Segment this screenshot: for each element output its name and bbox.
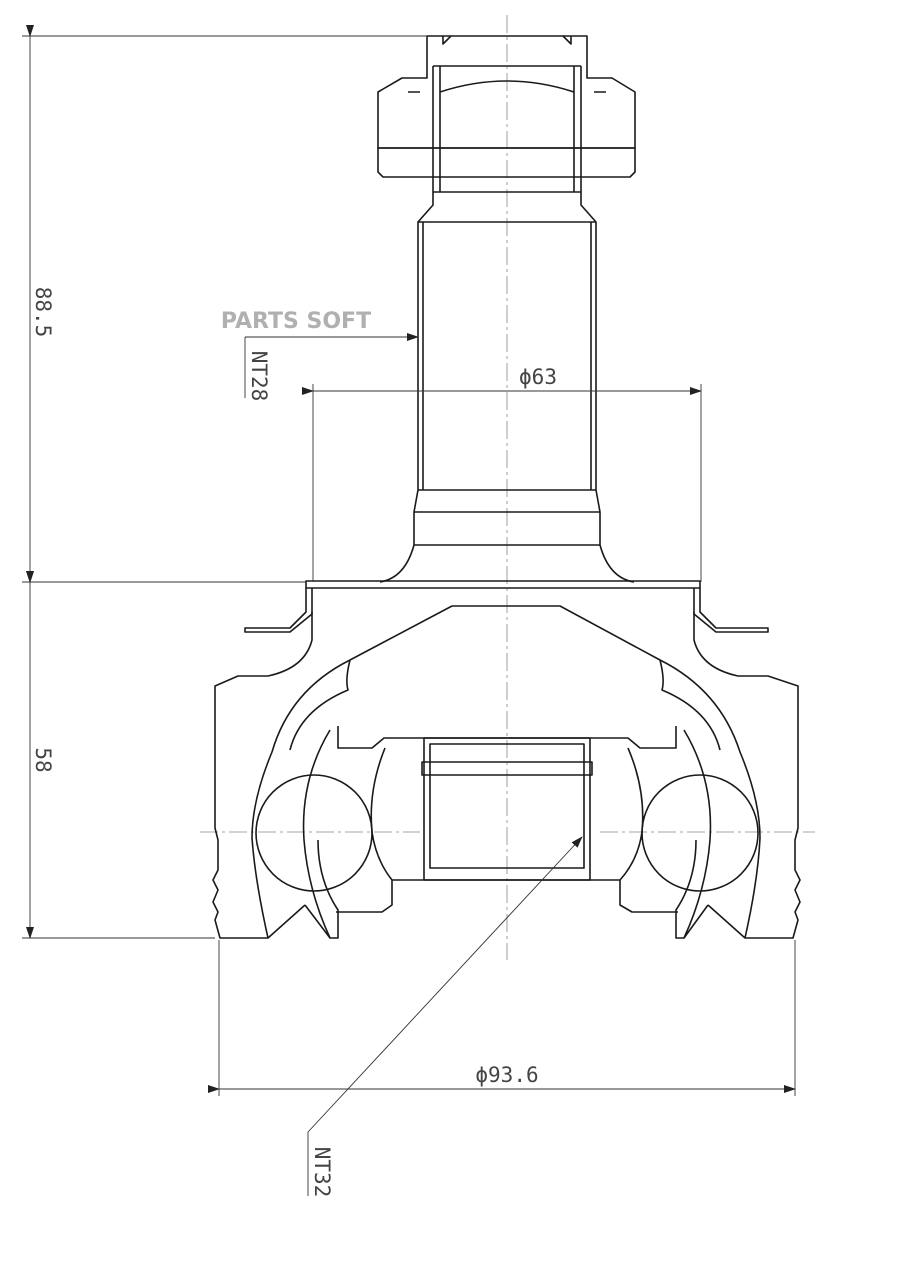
leader-outer-spline: NT28 — [244, 333, 419, 402]
outer-diameter-label: ϕ93.6 — [475, 1063, 538, 1087]
outer-housing — [212, 605, 801, 939]
leader-inner-spline: NT32 — [307, 836, 583, 1198]
seal-diameter-label: ϕ63 — [519, 365, 557, 389]
housing-height-label: 58 — [31, 747, 55, 772]
dim-housing-height: 58 — [22, 571, 215, 939]
seal-flange — [244, 580, 769, 633]
inner-spline-bore — [421, 737, 593, 881]
inner-spline-label: NT32 — [310, 1147, 334, 1198]
ball-right — [641, 774, 759, 892]
total-height-label: 88.5 — [31, 287, 55, 338]
center-lines — [200, 15, 815, 960]
dim-total-height: 88.5 — [22, 25, 427, 583]
dim-outer-diameter: ϕ93.6 — [208, 940, 796, 1096]
watermark-text: PARTS SOFT — [221, 309, 371, 334]
hex-nut — [377, 35, 636, 193]
dim-seal-diameter: ϕ63 — [302, 365, 702, 582]
ball-left — [255, 774, 373, 892]
shaft — [379, 192, 635, 583]
outer-spline-label: NT28 — [247, 351, 271, 402]
